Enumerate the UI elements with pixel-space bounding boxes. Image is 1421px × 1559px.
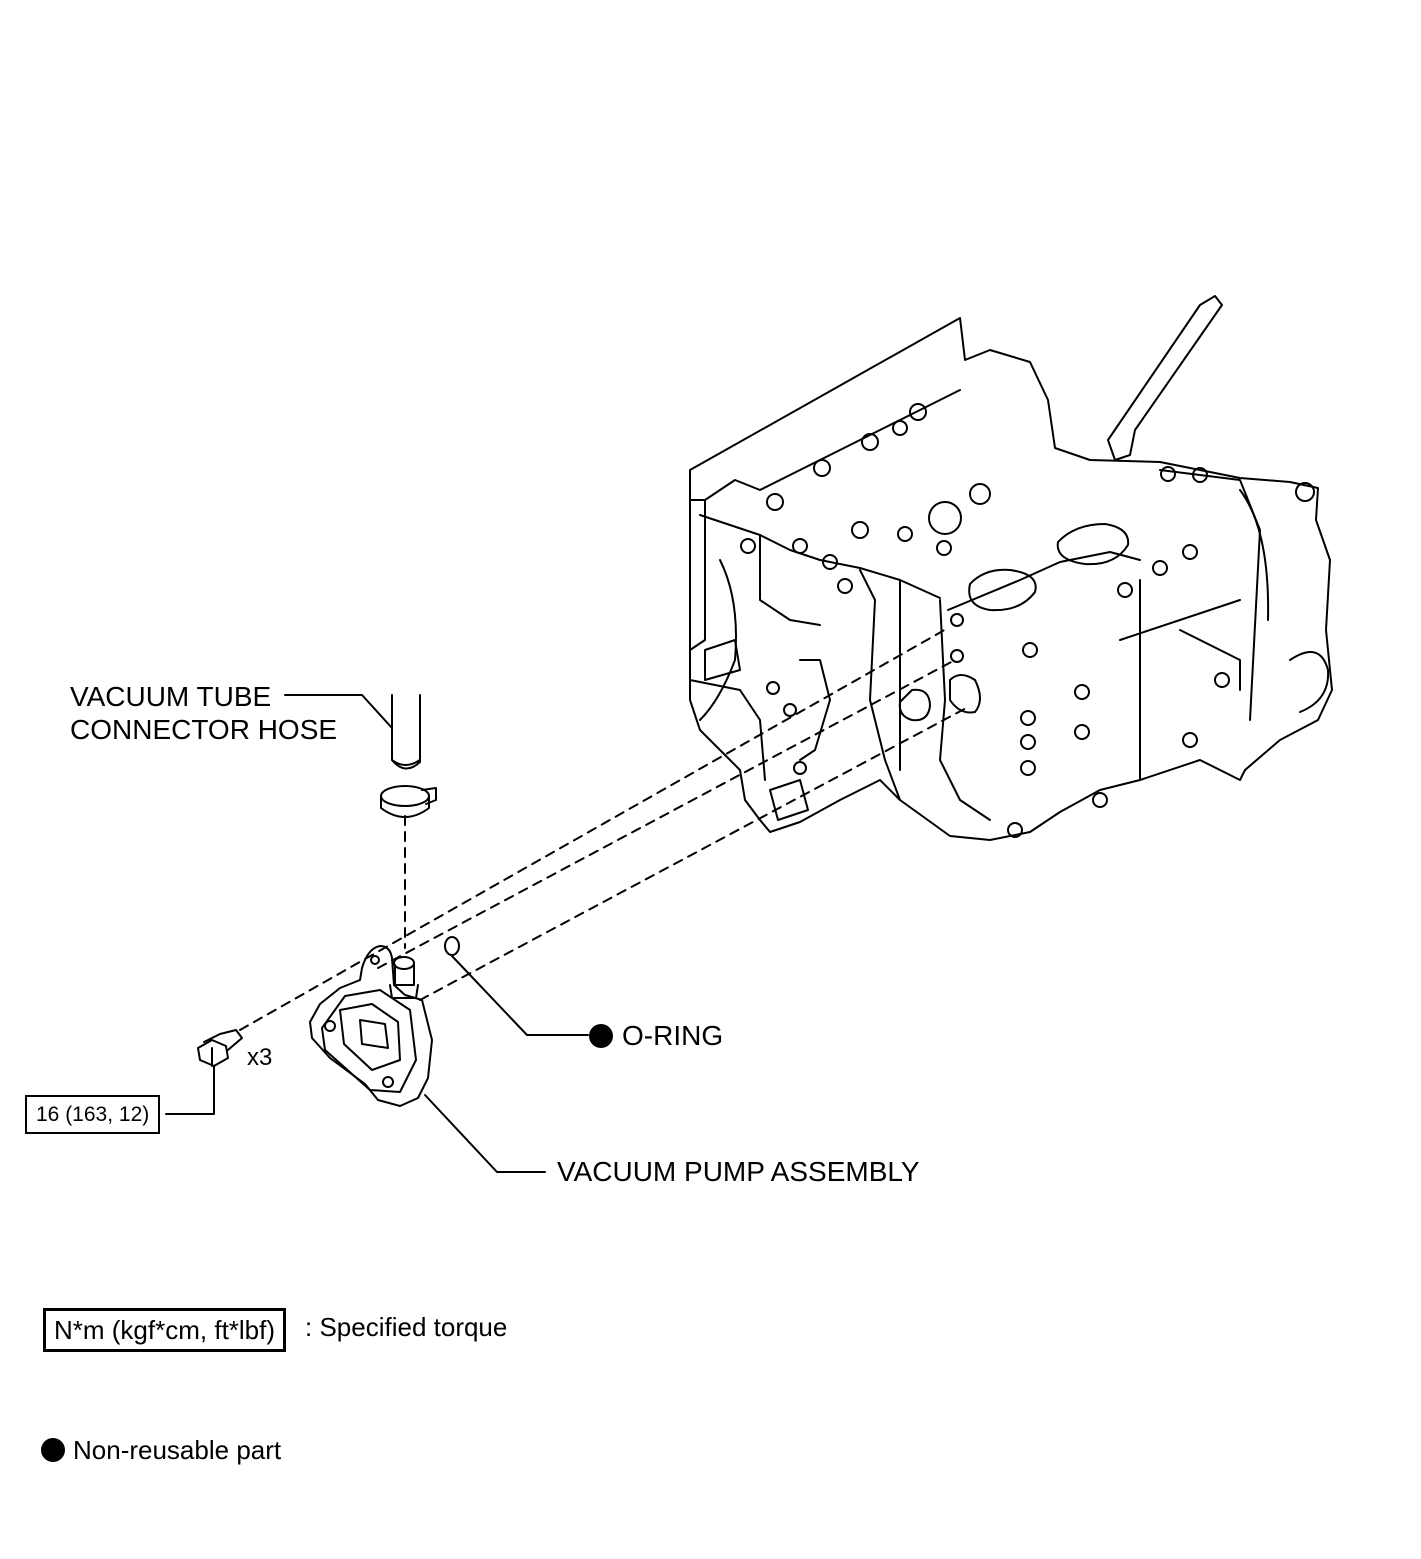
quantity-label: x3 (247, 1044, 273, 1071)
engine-block (689, 295, 1333, 841)
bolt-part (197, 1029, 243, 1067)
alignment-lines (239, 627, 971, 1031)
leader-lines (165, 694, 589, 1173)
vacuum-hose (391, 694, 421, 770)
hose-label-line2: CONNECTOR HOSE (70, 714, 338, 745)
torque-legend-text: : Specified torque (305, 1312, 508, 1342)
o-ring-part (444, 936, 460, 956)
hose-clamp (380, 785, 437, 818)
nonreusable-marker-icon (589, 1024, 613, 1048)
legend-nonreusable-icon (41, 1438, 65, 1462)
nonreusable-legend-text: Non-reusable part (73, 1435, 282, 1465)
vacuum-pump (309, 945, 433, 1107)
hose-label-line1: VACUUM TUBE (70, 681, 272, 712)
torque-legend-box: N*m (kgf*cm, ft*lbf) (43, 1308, 287, 1352)
vacuum-pump-label: VACUUM PUMP ASSEMBLY (557, 1156, 920, 1187)
o-ring-label: O-RING (622, 1020, 724, 1051)
torque-value-box: 16 (163, 12) (25, 1095, 161, 1134)
